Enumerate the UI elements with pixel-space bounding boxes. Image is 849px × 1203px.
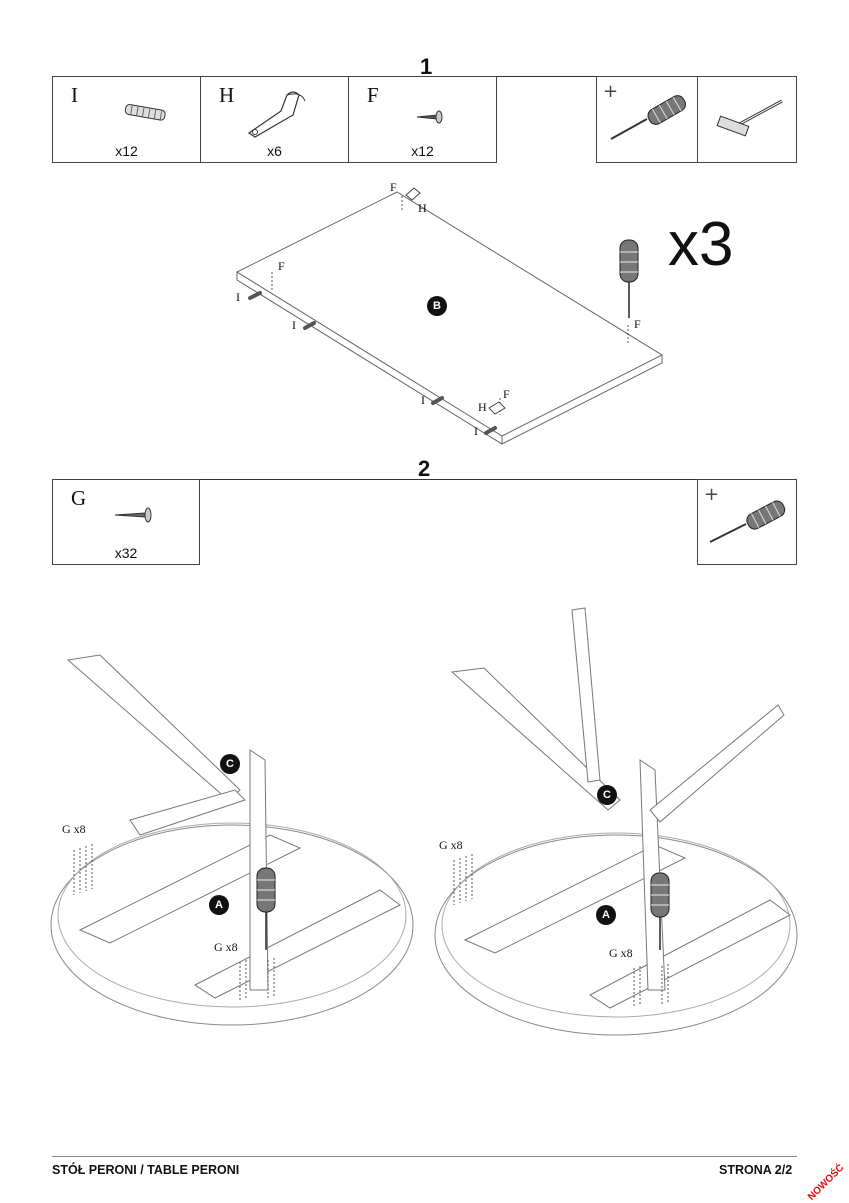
screw-count-label: G x8	[439, 838, 463, 852]
screwdriver-icon	[619, 239, 639, 318]
screw-icon	[416, 110, 443, 124]
part-badge-c: C	[597, 785, 617, 805]
part-qty: x12	[115, 143, 138, 159]
label-f: F	[278, 259, 285, 273]
part-badge-a: A	[596, 905, 616, 925]
tool-cell-screwdriver: +	[596, 76, 698, 163]
part-qty: x32	[114, 545, 138, 561]
part-qty: x6	[267, 143, 282, 159]
label-f: F	[634, 317, 641, 331]
part-cell-g: G x32	[52, 479, 200, 565]
step-2-rule	[52, 479, 797, 480]
part-letter: H	[219, 83, 235, 107]
label-f: F	[503, 387, 510, 401]
step-1-illustration	[235, 187, 664, 445]
part-badge-a: A	[209, 895, 229, 915]
label-i: I	[236, 290, 240, 304]
part-qty: x12	[411, 143, 434, 159]
screwdriver-icon	[709, 500, 786, 543]
part-badge-b: B	[427, 296, 447, 316]
screwdriver-icon	[610, 95, 686, 140]
dowel-marks	[248, 291, 497, 435]
part-badge-c: C	[220, 754, 240, 774]
part-cell-i: I x12	[52, 76, 201, 163]
footer-page-number: STRONA 2/2	[719, 1163, 793, 1177]
part-letter: F	[367, 83, 379, 107]
label-i: I	[421, 393, 425, 407]
step-2-number: 2	[418, 456, 431, 481]
label-h: H	[418, 201, 427, 215]
screw-icon	[114, 507, 152, 523]
label-i: I	[474, 424, 478, 438]
part-letter: I	[71, 83, 78, 107]
tool-cell-hammer	[697, 76, 797, 163]
dowel-icon	[124, 104, 166, 121]
repeat-multiplier: x3	[668, 210, 734, 279]
label-f: F	[390, 180, 397, 194]
screw-count-label: G x8	[609, 946, 633, 960]
screw-count-label: G x8	[62, 822, 86, 836]
plus-icon: +	[704, 484, 720, 505]
screw-count-label: G x8	[214, 940, 238, 954]
label-i: I	[292, 318, 296, 332]
footer-rule	[52, 1156, 797, 1157]
part-letter: G	[71, 486, 87, 510]
hammer-icon	[716, 99, 783, 137]
label-h: H	[478, 400, 487, 414]
part-cell-f: F x12	[348, 76, 497, 163]
step-1-number: 1	[420, 54, 433, 79]
part-cell-h: H x6	[200, 76, 349, 163]
bracket-icon	[247, 91, 306, 138]
footer-product-title: STÓŁ PERONI / TABLE PERONI	[52, 1163, 240, 1177]
tool-cell-screwdriver: +	[697, 479, 797, 565]
plus-icon: +	[603, 81, 619, 102]
